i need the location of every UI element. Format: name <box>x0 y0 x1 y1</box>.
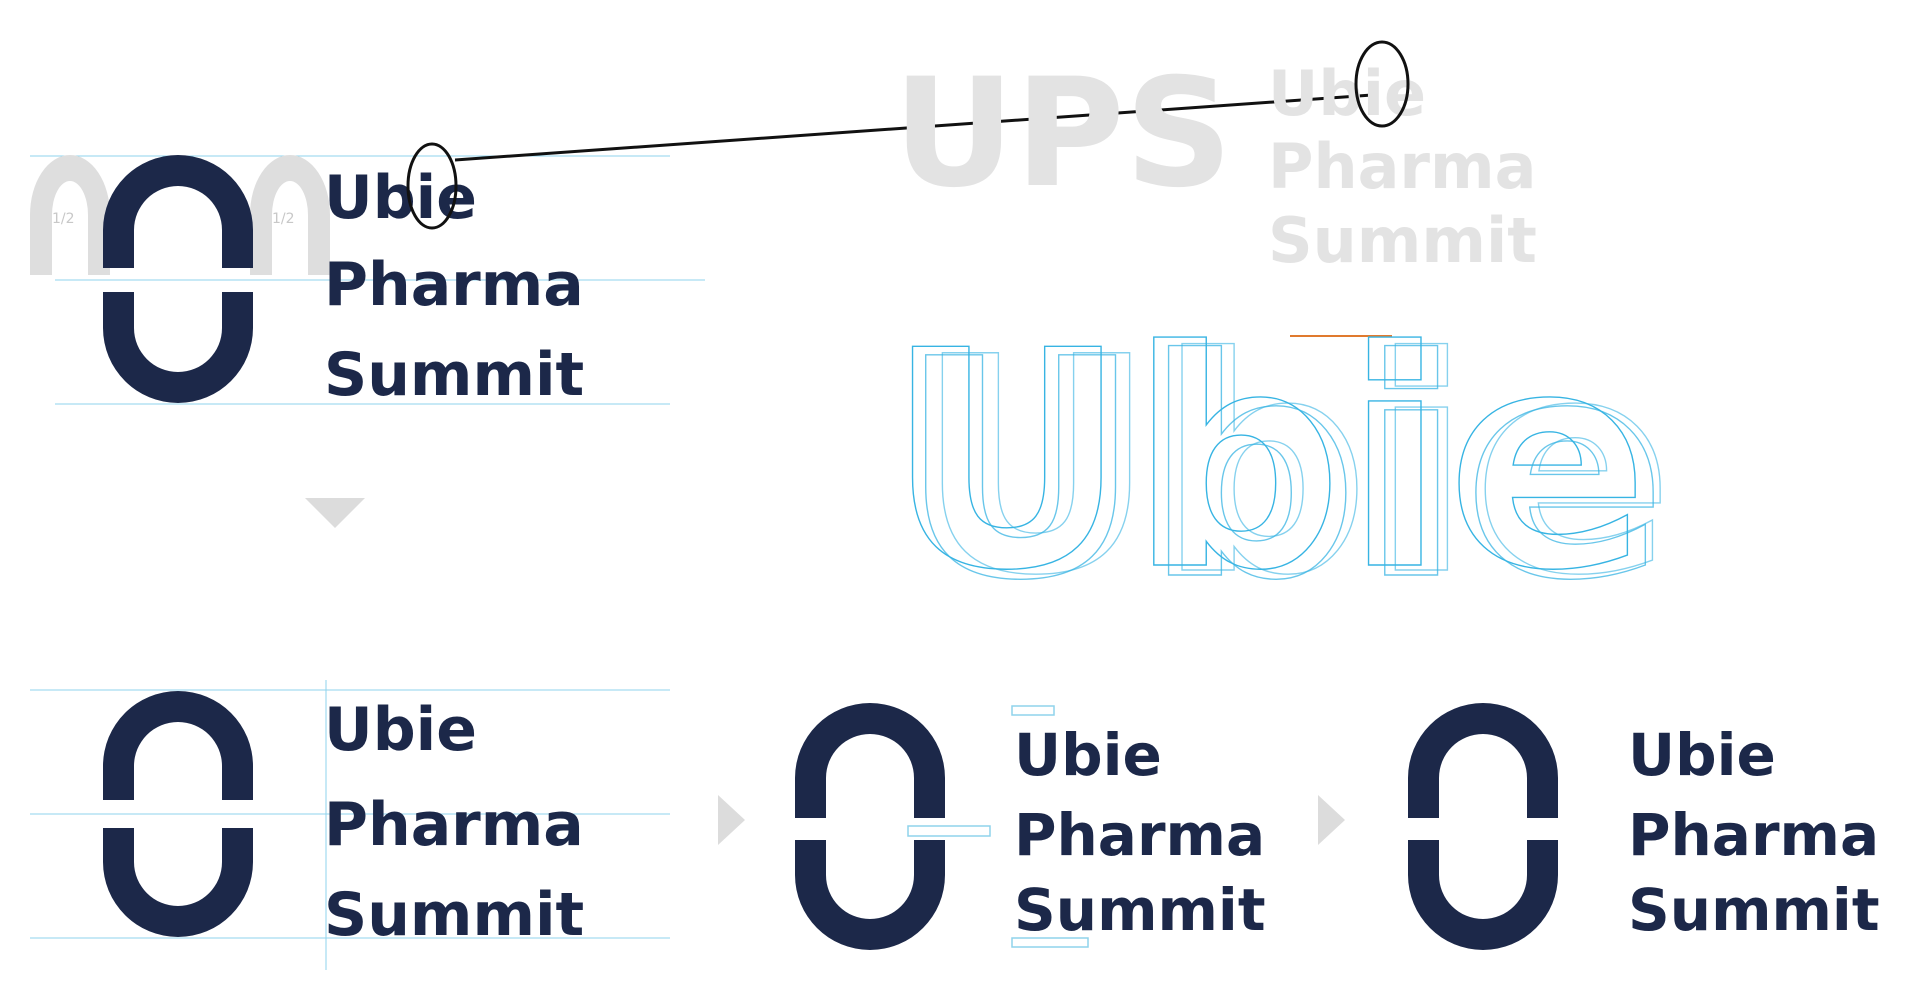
spacing-marker-bottom <box>1011 937 1089 948</box>
wordmark-line-1: Ubie <box>1014 721 1162 789</box>
construction-panel-top: 1/2 1/2 Ubie Pharma Summit <box>30 142 705 410</box>
watermark-line-1: Ubie <box>1268 57 1426 130</box>
spacing-marker-top <box>1011 705 1055 716</box>
spacing-marker-middle <box>907 825 991 837</box>
outline-word-b: Ubie <box>898 296 1668 647</box>
outline-word-c: Ubie <box>915 294 1675 641</box>
brand-wordmark-bottom-left: Ubie Pharma Summit <box>324 695 584 950</box>
brand-mark-final <box>1408 703 1558 950</box>
brand-mark-top <box>103 155 253 403</box>
brand-wordmark-final: Ubie Pharma Summit <box>1628 721 1880 944</box>
watermark-acronym: UPS <box>893 47 1233 221</box>
brand-mark-bottom-left <box>103 691 253 937</box>
wordmark-line-3: Summit <box>1014 876 1266 944</box>
outline-word-a: Ubie <box>885 287 1650 636</box>
outline-letter-study: Ubie Ubie Ubie <box>884 286 1675 647</box>
arrow-right-icon <box>718 795 745 845</box>
wordmark-line-2: Pharma <box>1628 801 1879 869</box>
arrow-down-icon <box>305 498 365 528</box>
wordmark-line-2: Pharma <box>324 250 584 320</box>
half-label-right: 1/2 <box>272 211 295 227</box>
callout-connector-line <box>454 93 1373 162</box>
brand-mark-bottom-middle <box>795 703 945 950</box>
wordmark-line-1: Ubie <box>324 695 477 765</box>
wordmark-line-1: Ubie <box>324 163 477 233</box>
ghost-mark-right: 1/2 <box>250 155 330 275</box>
brand-wordmark-top: Ubie Pharma Summit <box>324 163 584 410</box>
arrow-right-icon <box>1318 795 1345 845</box>
callout-ellipse-large <box>1354 40 1410 128</box>
wordmark-line-3: Summit <box>1628 876 1880 944</box>
callout-ellipse-small <box>406 142 458 230</box>
wordmark-line-3: Summit <box>324 340 584 410</box>
construction-panel-bottom: Ubie Pharma Summit <box>30 680 670 970</box>
watermark-wordmark: UPS Ubie Pharma Summit <box>893 40 1537 277</box>
watermark-line-2: Pharma <box>1268 130 1536 203</box>
final-logo: Ubie Pharma Summit <box>1408 703 1880 950</box>
ghost-mark-left: 1/2 <box>30 155 110 275</box>
watermark-line-3: Summit <box>1268 204 1537 277</box>
wordmark-line-2: Pharma <box>1014 801 1265 869</box>
spacing-panel: Ubie Pharma Summit <box>795 703 1266 950</box>
brand-wordmark-bottom-middle: Ubie Pharma Summit <box>1014 721 1266 944</box>
half-label-left: 1/2 <box>52 211 75 227</box>
wordmark-line-1: Ubie <box>1628 721 1776 789</box>
wordmark-line-3: Summit <box>324 880 584 950</box>
wordmark-line-2: Pharma <box>324 790 584 860</box>
